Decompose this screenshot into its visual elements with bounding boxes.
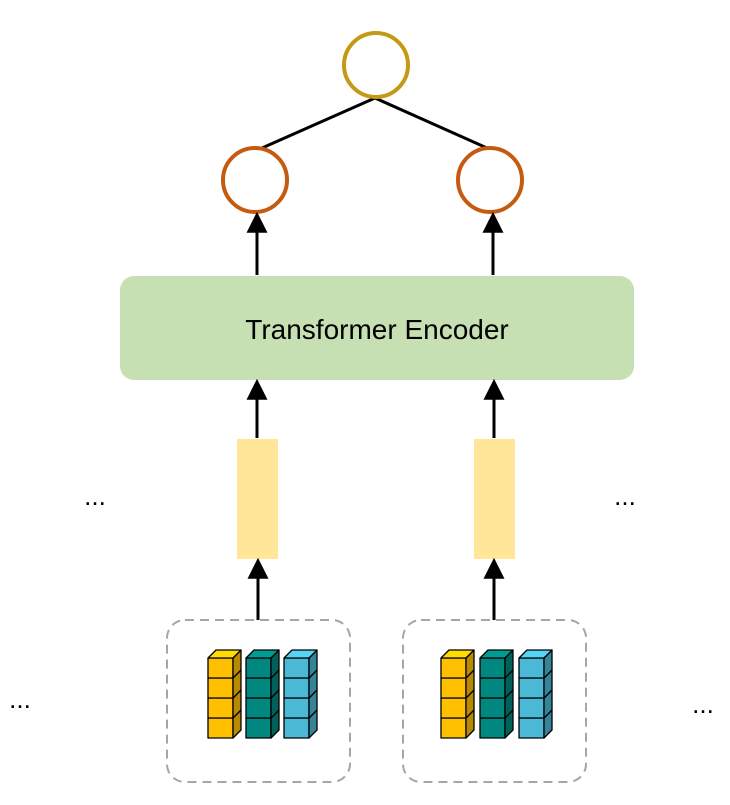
cube-front-face <box>479 657 506 679</box>
cube-stack-right-blue <box>518 649 553 739</box>
cube-front-face <box>207 717 234 739</box>
cube-front-face <box>245 677 272 699</box>
cube-front-face <box>518 717 545 739</box>
cube-front-face <box>440 677 467 699</box>
cube <box>207 709 242 739</box>
cube-stack-left-teal <box>245 649 280 739</box>
embedding-bar-left <box>237 439 278 559</box>
cube-stack-left-blue <box>283 649 318 739</box>
cube <box>518 689 553 719</box>
cube <box>440 689 475 719</box>
cube-top-face <box>207 649 242 659</box>
child-node-left <box>221 146 289 214</box>
cube <box>440 709 475 739</box>
ellipsis-mid-left: ... <box>84 481 106 511</box>
cube-front-face <box>283 697 310 719</box>
cube-front-face <box>440 657 467 679</box>
transformer-encoder-block <box>120 276 634 380</box>
cube-front-face <box>245 717 272 739</box>
cube-front-face <box>283 717 310 739</box>
cube-front-face <box>440 717 467 739</box>
cube-front-face <box>518 697 545 719</box>
cube-top-face <box>518 649 553 659</box>
cube <box>518 649 553 679</box>
cube-front-face <box>518 677 545 699</box>
cube-top-face <box>245 649 280 659</box>
ellipsis-bottom-right: ... <box>692 689 714 719</box>
cube-front-face <box>479 677 506 699</box>
cube-front-face <box>479 717 506 739</box>
cube <box>207 649 242 679</box>
child-node-right <box>456 146 524 214</box>
cube-stack-right-yellow <box>440 649 475 739</box>
cube-stack-right-teal <box>479 649 514 739</box>
cube-top-face <box>283 649 318 659</box>
transformer-encoder-label: Transformer Encoder <box>245 314 509 345</box>
cube-front-face <box>479 697 506 719</box>
root-node <box>342 31 410 99</box>
cube-front-face <box>207 657 234 679</box>
ellipsis-mid-right: ... <box>614 481 636 511</box>
cube-front-face <box>245 697 272 719</box>
cube-stacks <box>207 649 553 739</box>
cube <box>245 649 280 679</box>
cube-top-face <box>440 649 475 659</box>
edge-root-right <box>374 96 488 150</box>
cube-stack-left-yellow <box>207 649 242 739</box>
cube-front-face <box>207 677 234 699</box>
ellipsis-bottom-left: ... <box>9 684 31 714</box>
cube <box>518 709 553 739</box>
cube <box>283 669 318 699</box>
cube <box>283 649 318 679</box>
cube-front-face <box>518 657 545 679</box>
cube <box>245 669 280 699</box>
cube-front-face <box>440 697 467 719</box>
edge-root-left <box>261 96 376 150</box>
cube-front-face <box>245 657 272 679</box>
cube-front-face <box>207 697 234 719</box>
embedding-bar-right <box>474 439 515 559</box>
cube-front-face <box>283 677 310 699</box>
cube <box>479 649 514 679</box>
cube-front-face <box>283 657 310 679</box>
cube-top-face <box>479 649 514 659</box>
cube <box>440 649 475 679</box>
